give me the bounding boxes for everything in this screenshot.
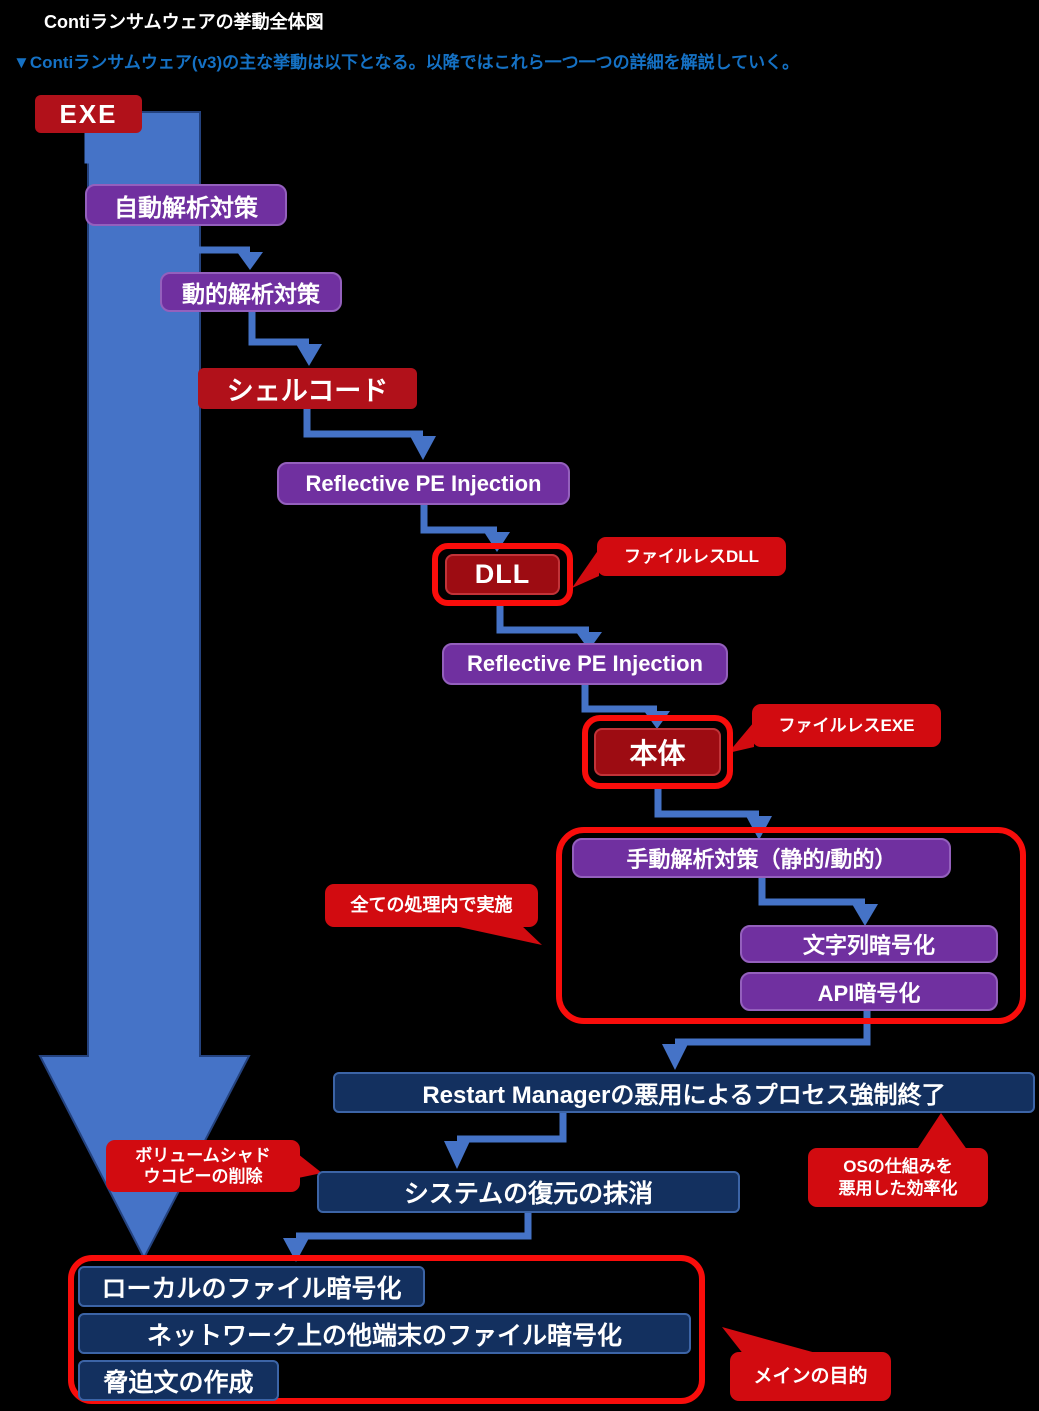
flow-arrowhead <box>283 1238 309 1262</box>
node-exe: EXE <box>35 95 142 133</box>
flow-arrowhead <box>410 436 436 460</box>
node-manual-analysis-label: 手動解析対策（静的/動的） <box>626 847 897 872</box>
node-api-encryption: API暗号化 <box>740 972 998 1011</box>
callout-tails <box>298 549 968 1360</box>
flow-connectors <box>84 133 871 1240</box>
node-system-restore-label: システムの復元の抹消 <box>403 1180 654 1208</box>
callout-tail-all-processing <box>450 925 542 945</box>
node-dynamic-analysis-label: 動的解析対策 <box>182 281 320 307</box>
flow-connector <box>758 878 865 906</box>
flow-connector <box>457 1112 567 1143</box>
node-local-encryption: ローカルのファイル暗号化 <box>78 1266 425 1307</box>
node-exe-label: EXE <box>59 98 118 129</box>
node-string-encryption: 文字列暗号化 <box>740 925 998 963</box>
flow-arrowhead <box>296 344 322 366</box>
flow-arrowhead <box>852 904 878 926</box>
flow-connector <box>296 1213 532 1240</box>
node-auto-analysis: 自動解析対策 <box>85 184 287 226</box>
group-main-goals <box>68 1255 705 1404</box>
callout-main-purpose-label: メインの目的 <box>753 1365 868 1387</box>
node-reflective-pe-2-label: Reflective PE Injection <box>467 651 703 676</box>
flow-arrowhead <box>662 1044 688 1070</box>
node-restart-manager-label: Restart Managerの悪用によるプロセス強制終了 <box>422 1082 946 1109</box>
node-restart-manager: Restart Managerの悪用によるプロセス強制終了 <box>333 1072 1035 1113</box>
callout-volume-shadow-line2: ウコピーの削除 <box>143 1167 263 1186</box>
callout-os-efficiency-line2: 悪用した効率化 <box>838 1178 958 1198</box>
node-shellcode: シェルコード <box>198 368 417 409</box>
callout-fileless-dll: ファイルレスDLL <box>597 537 786 576</box>
callout-tail-fileless-dll <box>572 549 599 588</box>
callout-fileless-exe-label: ファイルレスEXE <box>778 715 915 735</box>
callout-tail-fileless-exe <box>728 722 754 753</box>
node-shellcode-label: シェルコード <box>226 376 389 406</box>
node-main-body-label: 本体 <box>629 738 686 769</box>
node-system-restore: システムの復元の抹消 <box>317 1171 740 1213</box>
flow-connector <box>581 685 657 713</box>
callout-fileless-dll-label: ファイルレスDLL <box>623 546 760 566</box>
page-title: Contiランサムウェアの挙動全体図 <box>44 12 324 32</box>
callout-fileless-exe: ファイルレスEXE <box>752 704 941 747</box>
callout-volume-shadow: ボリュームシャド ウコピーの削除 <box>106 1140 300 1192</box>
flow-connector <box>654 789 759 818</box>
flow-arrowhead <box>237 252 263 270</box>
node-network-encryption-label: ネットワーク上の他端末のファイル暗号化 <box>146 1321 622 1350</box>
node-dll-outline <box>432 543 573 606</box>
node-main-body: 本体 <box>594 728 721 776</box>
node-dll-label: DLL <box>474 559 531 589</box>
node-ransom-note-label: 脅迫文の作成 <box>103 1368 254 1397</box>
node-reflective-pe-1: Reflective PE Injection <box>277 462 570 505</box>
flow-arrowhead <box>444 1141 470 1169</box>
callout-os-efficiency-line1: OSの仕組みを <box>843 1157 953 1177</box>
callout-os-efficiency: OSの仕組みを 悪用した効率化 <box>808 1148 988 1207</box>
callout-all-processing: 全ての処理内で実施 <box>325 884 538 927</box>
node-api-encryption-label: API暗号化 <box>817 980 921 1006</box>
node-dll: DLL <box>445 554 560 595</box>
node-network-encryption: ネットワーク上の他端末のファイル暗号化 <box>78 1313 691 1354</box>
node-ransom-note: 脅迫文の作成 <box>78 1360 279 1401</box>
callout-volume-shadow-line1: ボリュームシャド <box>135 1145 271 1165</box>
callout-tail-main-purpose <box>722 1327 816 1360</box>
flow-arrowhead <box>173 162 199 182</box>
node-local-encryption-label: ローカルのファイル暗号化 <box>101 1274 402 1303</box>
flow-connector <box>303 409 423 438</box>
flow-arrowhead <box>484 532 510 552</box>
callout-tail-os-efficiency <box>916 1113 968 1151</box>
page-subtitle: ▼Contiランサムウェア(v3)の主な挙動は以下となる。以降ではこれら一つ一つ… <box>13 53 800 72</box>
node-string-encryption-label: 文字列暗号化 <box>802 933 935 958</box>
flow-connector <box>496 606 589 634</box>
group-inline-measures <box>556 827 1026 1024</box>
flow-arrowhead <box>576 632 602 650</box>
node-main-body-outline <box>582 715 733 789</box>
node-reflective-pe-1-label: Reflective PE Injection <box>305 470 542 496</box>
node-dynamic-analysis: 動的解析対策 <box>160 272 342 312</box>
node-auto-analysis-label: 自動解析対策 <box>114 194 258 222</box>
node-reflective-pe-2: Reflective PE Injection <box>442 643 728 685</box>
flow-connector <box>84 133 186 164</box>
node-manual-analysis: 手動解析対策（静的/動的） <box>572 838 951 878</box>
callout-tail-volume-shadow <box>298 1154 322 1178</box>
flow-connector <box>189 226 250 254</box>
flow-connector <box>248 312 309 346</box>
flow-connector <box>420 505 497 534</box>
callout-main-purpose: メインの目的 <box>730 1352 891 1401</box>
callout-all-processing-label: 全ての処理内で実施 <box>350 895 513 916</box>
